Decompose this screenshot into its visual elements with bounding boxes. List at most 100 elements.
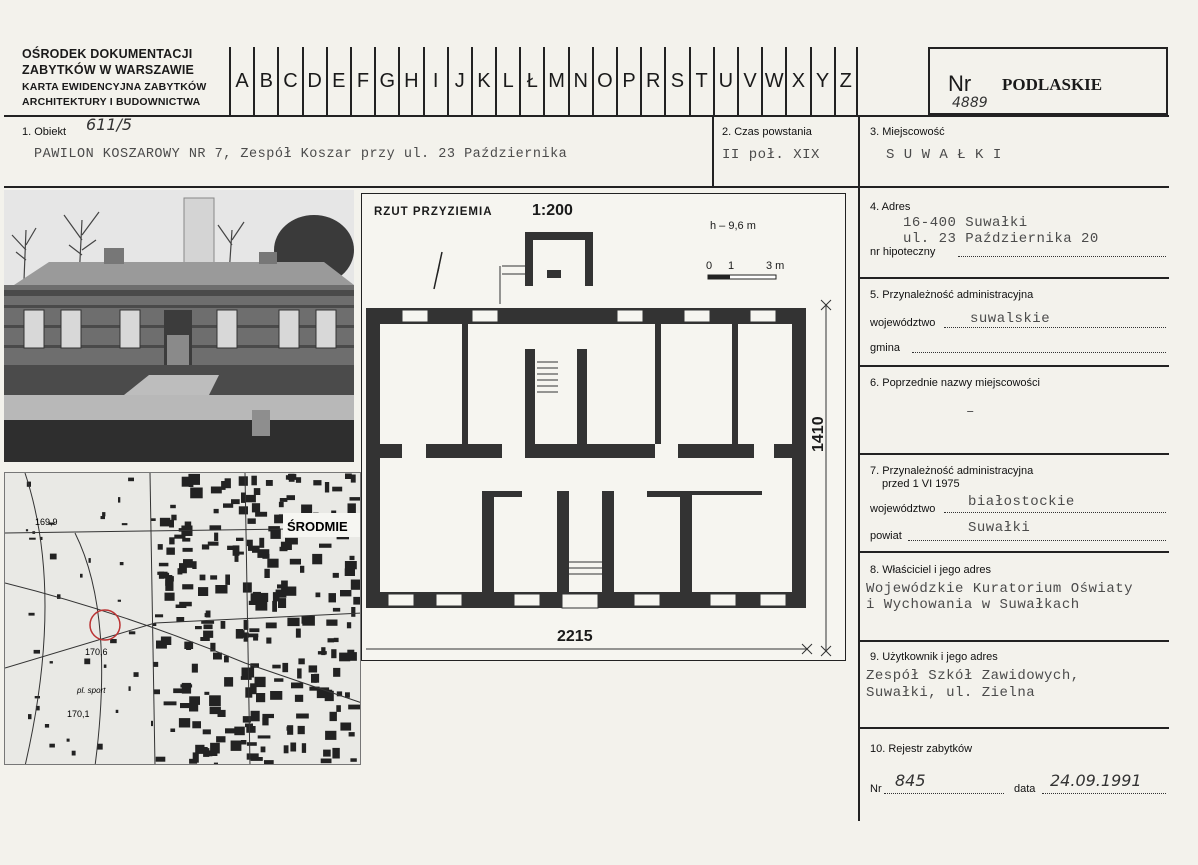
map-elev1: 169,9 [35, 517, 58, 527]
map-block [159, 517, 171, 527]
map-block [155, 756, 166, 762]
map-block [49, 743, 55, 748]
map-block [272, 664, 281, 669]
map-block [66, 738, 70, 742]
nr-box: Nr 4889 PODLASKIE [928, 47, 1168, 115]
map-block [25, 529, 29, 532]
map-block [340, 590, 352, 597]
map-block [198, 587, 209, 596]
letter-index-14: N [567, 47, 592, 115]
scalebar-3: 3 m [766, 260, 785, 272]
map-block [224, 655, 229, 663]
map-block [345, 692, 350, 698]
map-block [246, 742, 257, 746]
map-block [346, 622, 352, 629]
map-block [348, 652, 357, 661]
map-block [250, 663, 259, 668]
map-block [173, 688, 184, 694]
map-block [272, 600, 277, 612]
map-block [278, 598, 287, 608]
map-block [220, 621, 226, 629]
map-block [182, 584, 194, 590]
map-block [182, 537, 191, 542]
map-block [155, 614, 164, 618]
map-block [251, 503, 261, 513]
powiat-line [908, 540, 1166, 541]
wojewodztwo-label: województwo [870, 317, 936, 329]
map-block [326, 619, 338, 626]
map-block [248, 600, 257, 605]
map-block [348, 732, 355, 737]
map-block [321, 647, 326, 656]
map-block [225, 574, 230, 585]
map-block [182, 547, 193, 552]
map-block [227, 545, 234, 550]
map-block [100, 516, 105, 520]
przynal-przed-sub: przed 1 VI 1975 [882, 478, 960, 490]
map-block [281, 587, 294, 592]
map-block [232, 545, 240, 556]
map-block [231, 499, 240, 505]
poprzednie-value: – [966, 404, 975, 420]
map-block [71, 750, 76, 756]
rejestr-nr-label: Nr [870, 783, 882, 795]
map-block [257, 735, 271, 739]
czas-label: 2. Czas powstania [722, 126, 812, 138]
uzytkownik-label: 9. Użytkownik i jego adres [870, 651, 998, 663]
map-block [267, 558, 279, 568]
map-block [209, 695, 221, 706]
map-block [230, 740, 242, 751]
map-block [333, 637, 339, 643]
letter-index-22: W [761, 47, 785, 115]
map-block [202, 729, 211, 735]
adres-label: 4. Adres [870, 201, 911, 213]
wlasciciel-label: 8. Właściciel i jego adres [870, 564, 992, 576]
map-block [118, 497, 121, 503]
map-block [128, 631, 136, 635]
map-block [29, 537, 36, 540]
obiekt-label: 1. Obiekt [22, 126, 67, 138]
map-block [156, 640, 167, 649]
letter-index-23: X [785, 47, 809, 115]
building-photo [4, 190, 354, 462]
letter-index-19: T [688, 47, 713, 115]
map-block [201, 620, 215, 624]
map-block [349, 497, 360, 501]
map-block [243, 632, 248, 642]
map-block [331, 510, 337, 516]
map-block [339, 652, 351, 662]
map-block [224, 478, 231, 489]
letter-index-15: O [591, 47, 616, 115]
map-block [216, 736, 226, 743]
map-block [157, 544, 163, 550]
map-block [223, 503, 234, 508]
rejestr-label: 10. Rejestr zabytków [870, 743, 973, 755]
map-block [188, 473, 200, 485]
map-block [264, 568, 270, 578]
map-block [209, 706, 221, 715]
map-block [290, 742, 297, 752]
map-block [336, 691, 343, 697]
map-block [84, 658, 91, 665]
map-block [221, 481, 226, 490]
map-block [44, 724, 50, 728]
map-block [192, 752, 199, 763]
row7-bottom [858, 551, 1169, 553]
map-block [319, 543, 332, 548]
map-block [253, 488, 261, 495]
map-block [340, 722, 352, 731]
map-block [153, 661, 159, 667]
map-block [246, 726, 256, 733]
map-block [270, 691, 283, 700]
map-block [253, 635, 259, 641]
uzytkownik-line1: Zespół Szkół Zawidowych, [866, 668, 1080, 684]
map-block [291, 682, 304, 689]
letter-index-17: R [640, 47, 664, 115]
letter-index-6: G [374, 47, 398, 115]
map-block [169, 519, 174, 528]
right-column-divider [858, 115, 860, 821]
gmina-label: gmina [870, 342, 900, 354]
map-block [243, 619, 249, 630]
